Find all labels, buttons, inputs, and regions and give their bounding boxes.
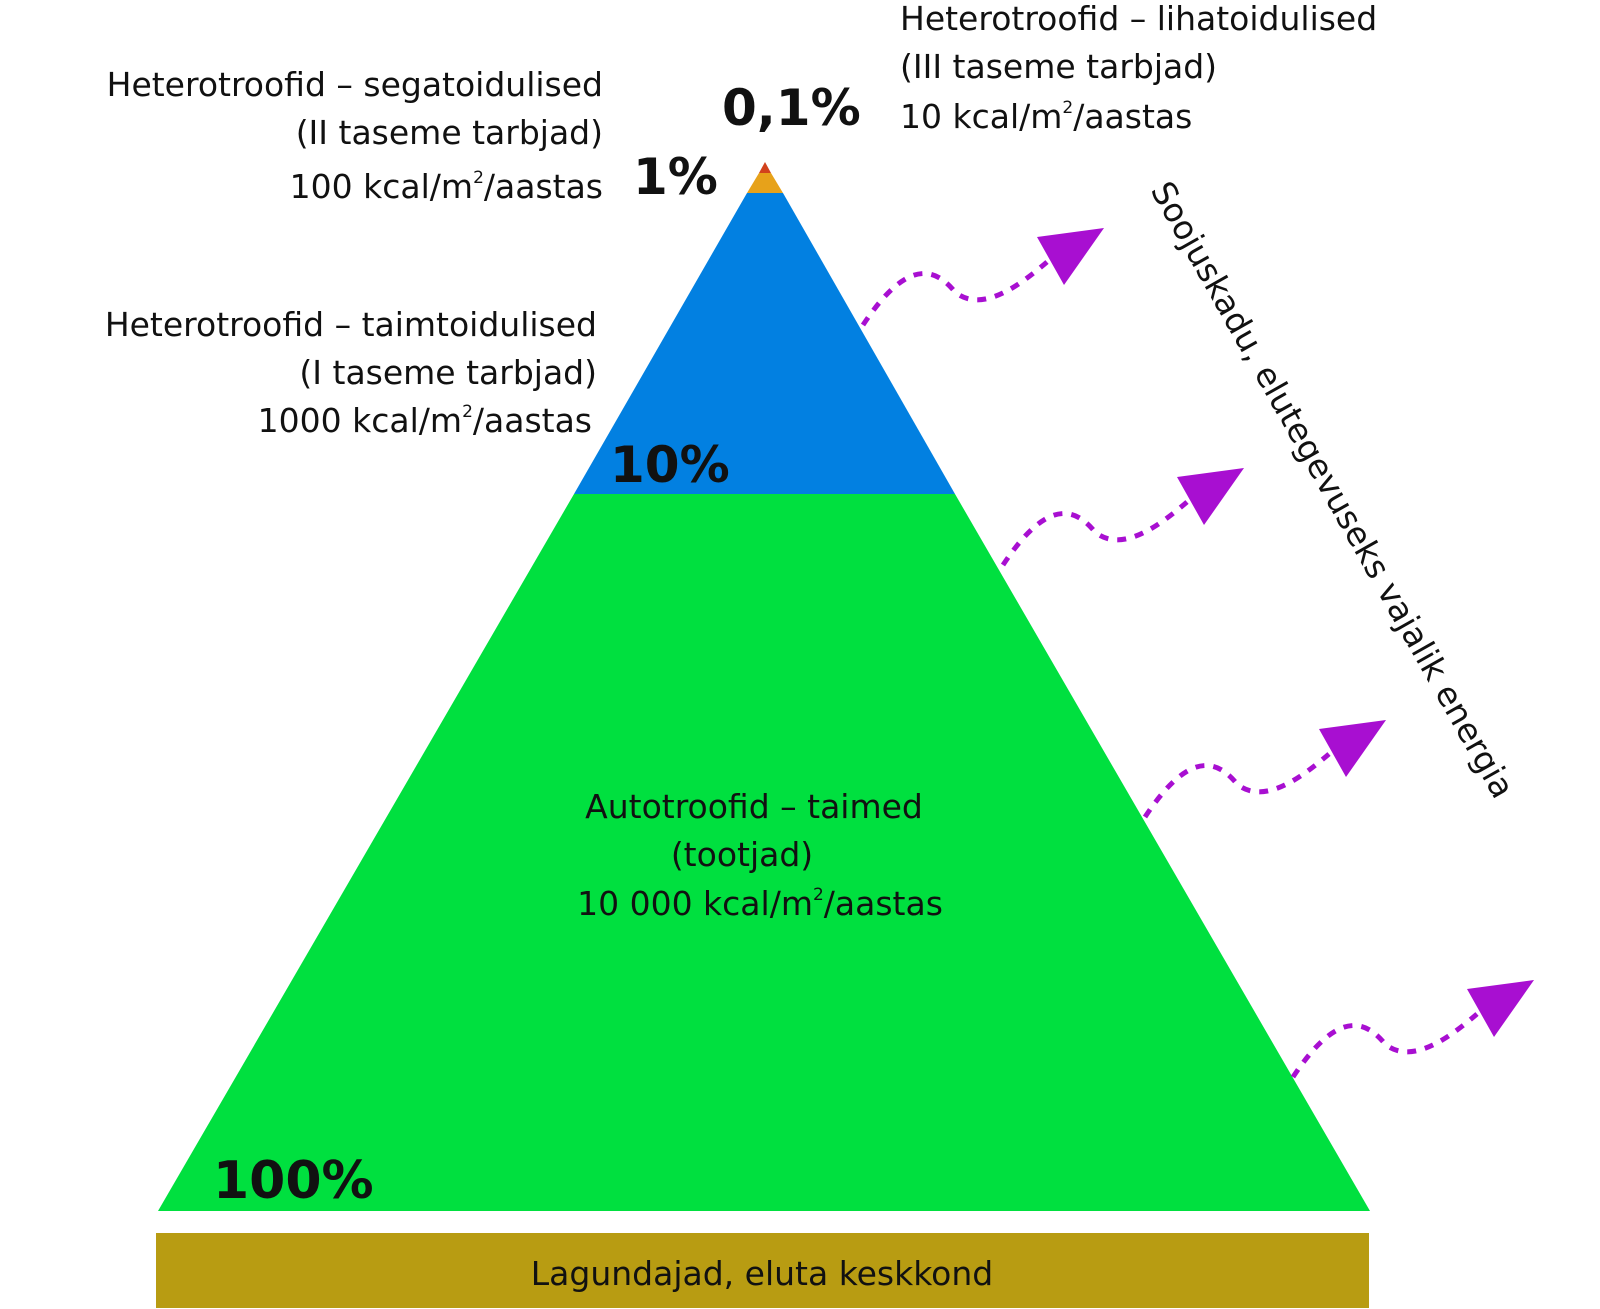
herbivores-energy-exponent: 2: [462, 402, 473, 422]
carnivores-layer: [759, 162, 771, 173]
herbivores-role: (I taseme tarbjad): [299, 353, 597, 392]
heat-loss-arrow: [1290, 980, 1534, 1079]
heat-loss-arrow-line: [860, 260, 1049, 327]
producers-percent: 100%: [213, 1151, 374, 1211]
heat-loss-arrow-head: [1037, 228, 1104, 285]
heat-loss-arrow-head: [1319, 720, 1386, 777]
herbivores-energy-unit: /aastas: [473, 401, 592, 440]
herbivores-energy: 1000 kcal/m2/aastas: [258, 401, 592, 440]
heat-loss-arrow: [1142, 720, 1386, 819]
producers-energy-base: 10 000 kcal/m: [577, 884, 813, 923]
producers-layer: [158, 494, 1370, 1211]
carnivores-role: (III taseme tarbjad): [900, 47, 1217, 86]
omnivores-energy: 100 kcal/m2/aastas: [290, 167, 603, 206]
heat-loss-arrow: [860, 228, 1104, 327]
carnivores-energy: 10 kcal/m2/aastas: [900, 97, 1192, 136]
omnivores-title: Heterotroofid – segatoidulised: [107, 65, 603, 104]
heat-loss-arrow-head: [1177, 468, 1244, 525]
heat-loss-arrow: [1000, 468, 1244, 567]
producers-label: Autotroofid – taimed (tootjad) 10 000 kc…: [577, 787, 943, 923]
producers-role: (tootjad): [671, 835, 813, 874]
carnivores-energy-unit: /aastas: [1073, 97, 1192, 136]
carnivores-title: Heterotroofid – lihatoidulised: [900, 0, 1377, 38]
omnivores-percent: 1%: [633, 148, 718, 206]
omnivores-role: (II taseme tarbjad): [296, 113, 603, 152]
herbivores-energy-base: 1000 kcal/m: [258, 401, 462, 440]
producers-energy: 10 000 kcal/m2/aastas: [577, 884, 943, 923]
herbivores-layer: [574, 193, 955, 494]
herbivores-label: Heterotroofid – taimtoidulised (I taseme…: [105, 305, 597, 440]
producers-energy-exponent: 2: [813, 885, 824, 905]
herbivores-title: Heterotroofid – taimtoidulised: [105, 305, 597, 344]
heat-loss-arrow-line: [1290, 1012, 1479, 1079]
producers-energy-unit: /aastas: [824, 884, 943, 923]
pyramid: [158, 162, 1370, 1211]
producers-title: Autotroofid – taimed: [585, 787, 923, 826]
herbivores-percent: 10%: [610, 436, 730, 494]
omnivores-layer: [747, 173, 783, 193]
decomposers-bar-fill: [156, 1233, 1369, 1308]
heat-loss-arrow-line: [1142, 752, 1331, 819]
omnivores-energy-base: 100 kcal/m: [290, 167, 473, 206]
carnivores-energy-base: 10 kcal/m: [900, 97, 1062, 136]
heat-loss-arrow-head: [1467, 980, 1534, 1037]
carnivores-percent: 0,1%: [722, 79, 861, 137]
heat-loss-arrow-line: [1000, 500, 1189, 567]
heat-loss-arrows: [860, 228, 1534, 1079]
decomposers-label: Lagundajad, eluta keskkond: [531, 1254, 993, 1293]
omnivores-energy-exponent: 2: [473, 168, 484, 188]
omnivores-label: Heterotroofid – segatoidulised (II tasem…: [107, 65, 603, 206]
carnivores-energy-exponent: 2: [1062, 98, 1073, 118]
carnivores-label: Heterotroofid – lihatoidulised (III tase…: [900, 0, 1377, 136]
decomposers-bar: Lagundajad, eluta keskkond: [156, 1233, 1369, 1308]
omnivores-energy-unit: /aastas: [484, 167, 603, 206]
